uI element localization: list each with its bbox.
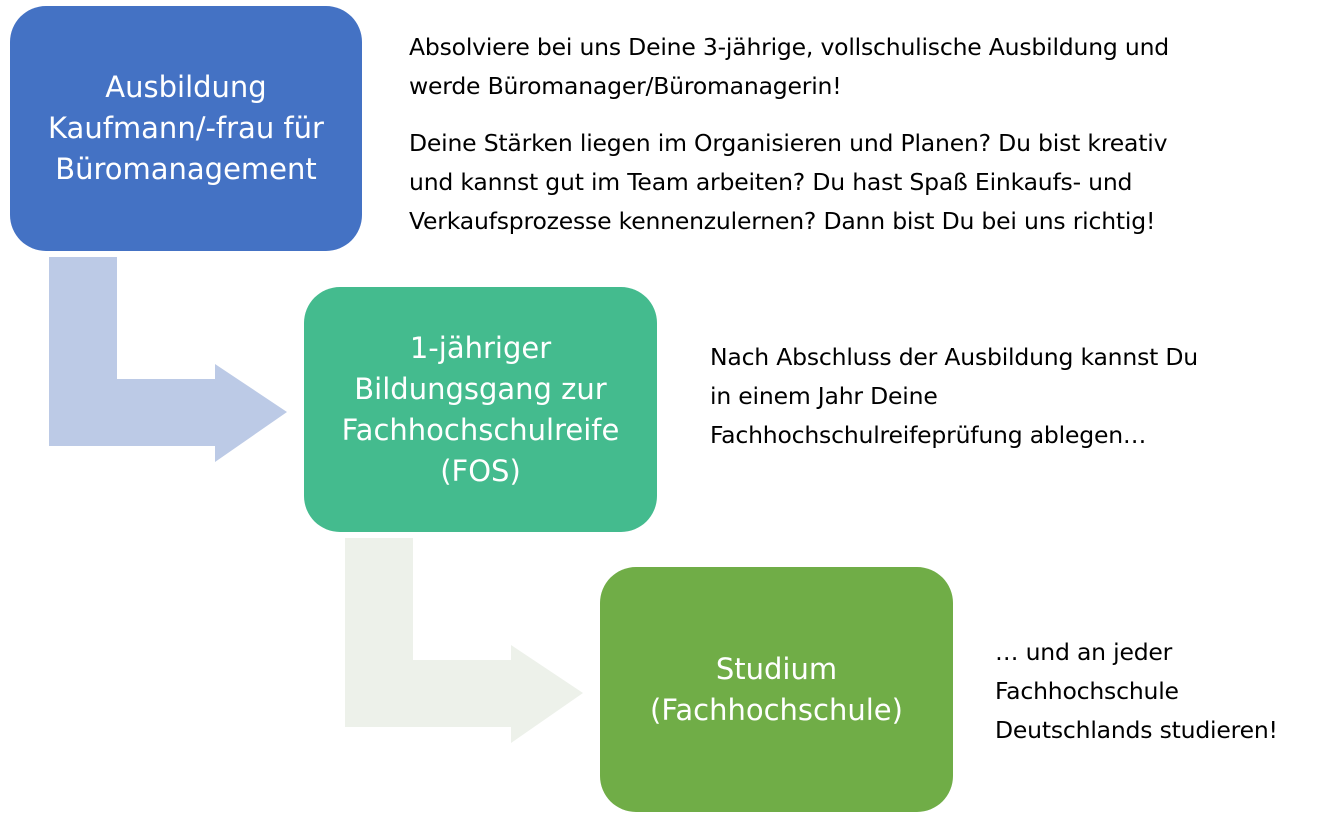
arrow-step1-to-step2 (49, 257, 287, 462)
text-line: und kannst gut im Team arbeiten? Du hast… (409, 168, 1133, 196)
text-line: Absolviere bei uns Deine 3-jährige, voll… (409, 33, 1169, 61)
intro-text: Absolviere bei uns Deine 3-jährige, voll… (409, 28, 1169, 106)
step-label-line: Büromanagement (55, 152, 317, 186)
step-label-line: Kaufmann/-frau für (48, 111, 324, 145)
text-line: … und an jeder (995, 638, 1173, 666)
text-line: Verkaufsprozesse kennenzulernen? Dann bi… (409, 207, 1156, 235)
step-label-line: (Fachhochschule) (650, 692, 903, 727)
text-line: Deutschlands studieren! (995, 716, 1278, 744)
strengths-text: Deine Stärken liegen im Organisieren und… (409, 124, 1167, 241)
arrow-step2-to-step3 (345, 538, 583, 743)
step-box-studium: Studium (Fachhochschule) (600, 567, 953, 812)
text-line: werde Büromanager/Büromanagerin! (409, 72, 842, 100)
study-description-text: … und an jeder Fachhochschule Deutschlan… (995, 633, 1278, 750)
text-line: Fachhochschulreifeprüfung ablegen… (710, 421, 1147, 449)
step-label-line: Fachhochschulreife (341, 412, 620, 447)
text-line: Fachhochschule (995, 677, 1179, 705)
step-label-line: 1-jähriger (409, 330, 552, 365)
text-line: Nach Abschluss der Ausbildung kannst Du (710, 343, 1198, 371)
step-label-line: Ausbildung (105, 70, 267, 104)
text-line: Deine Stärken liegen im Organisieren und… (409, 129, 1168, 157)
text-line: in einem Jahr Deine (710, 382, 938, 410)
step-box-fos: 1-jähriger Bildungsgang zur Fachhochschu… (304, 287, 657, 532)
step-label-line: Studium (715, 651, 838, 686)
step-box-ausbildung: Ausbildung Kaufmann/-frau für Büromanage… (10, 6, 362, 251)
step-label-line: Bildungsgang zur (354, 371, 607, 406)
fos-description-text: Nach Abschluss der Ausbildung kannst Du … (710, 338, 1198, 455)
step-label-line: (FOS) (440, 453, 521, 488)
